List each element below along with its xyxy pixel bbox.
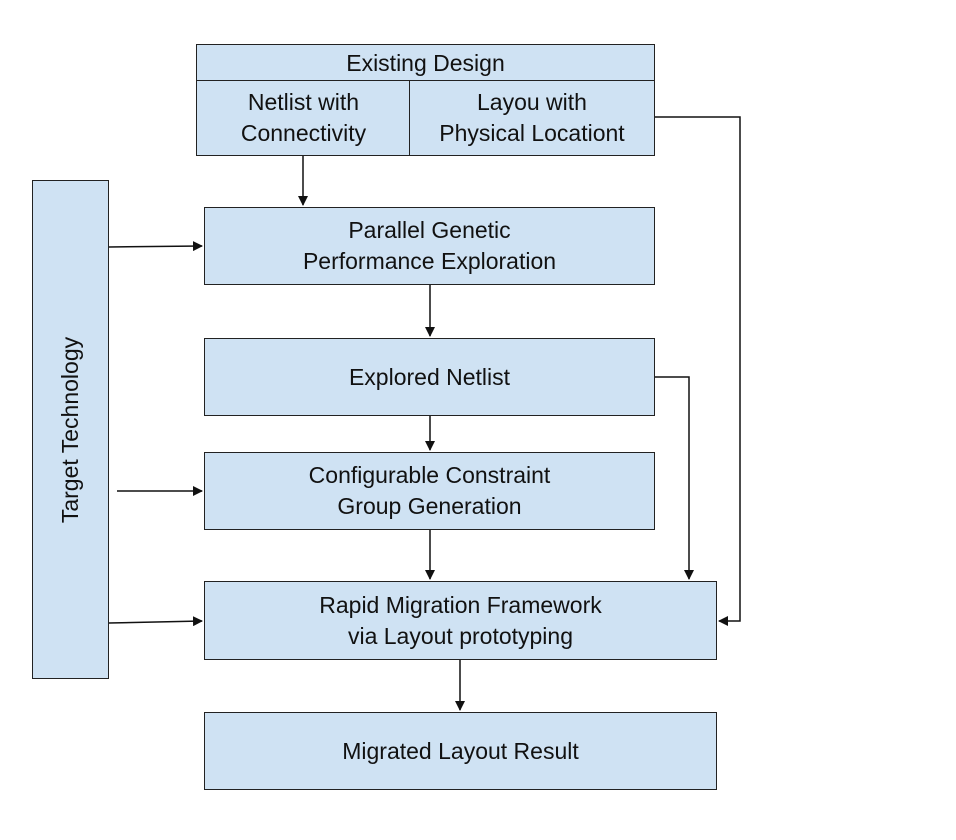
netlist-connectivity-box: Netlist with Connectivity <box>196 80 411 156</box>
target-technology-box <box>32 180 109 679</box>
arrow-target-to-migration <box>108 616 203 627</box>
target-technology-label: Target Technology <box>57 336 83 524</box>
layout-physical-location-box: Layou with Physical Locationt <box>409 80 655 156</box>
existing-design-title: Existing Design <box>196 44 655 82</box>
arrow-explored-netlist-to-migration <box>655 376 694 580</box>
migrated-layout-result-box: Migrated Layout Result <box>204 712 717 790</box>
explored-netlist-box: Explored Netlist <box>204 338 655 416</box>
parallel-genetic-box: Parallel Genetic Performance Exploration <box>204 207 655 285</box>
arrow-target-to-exploration <box>108 241 203 252</box>
rapid-migration-box: Rapid Migration Framework via Layout pro… <box>204 581 717 660</box>
constraint-group-box: Configurable Constraint Group Generation <box>204 452 655 530</box>
arrow-layout-to-migration <box>655 116 741 626</box>
